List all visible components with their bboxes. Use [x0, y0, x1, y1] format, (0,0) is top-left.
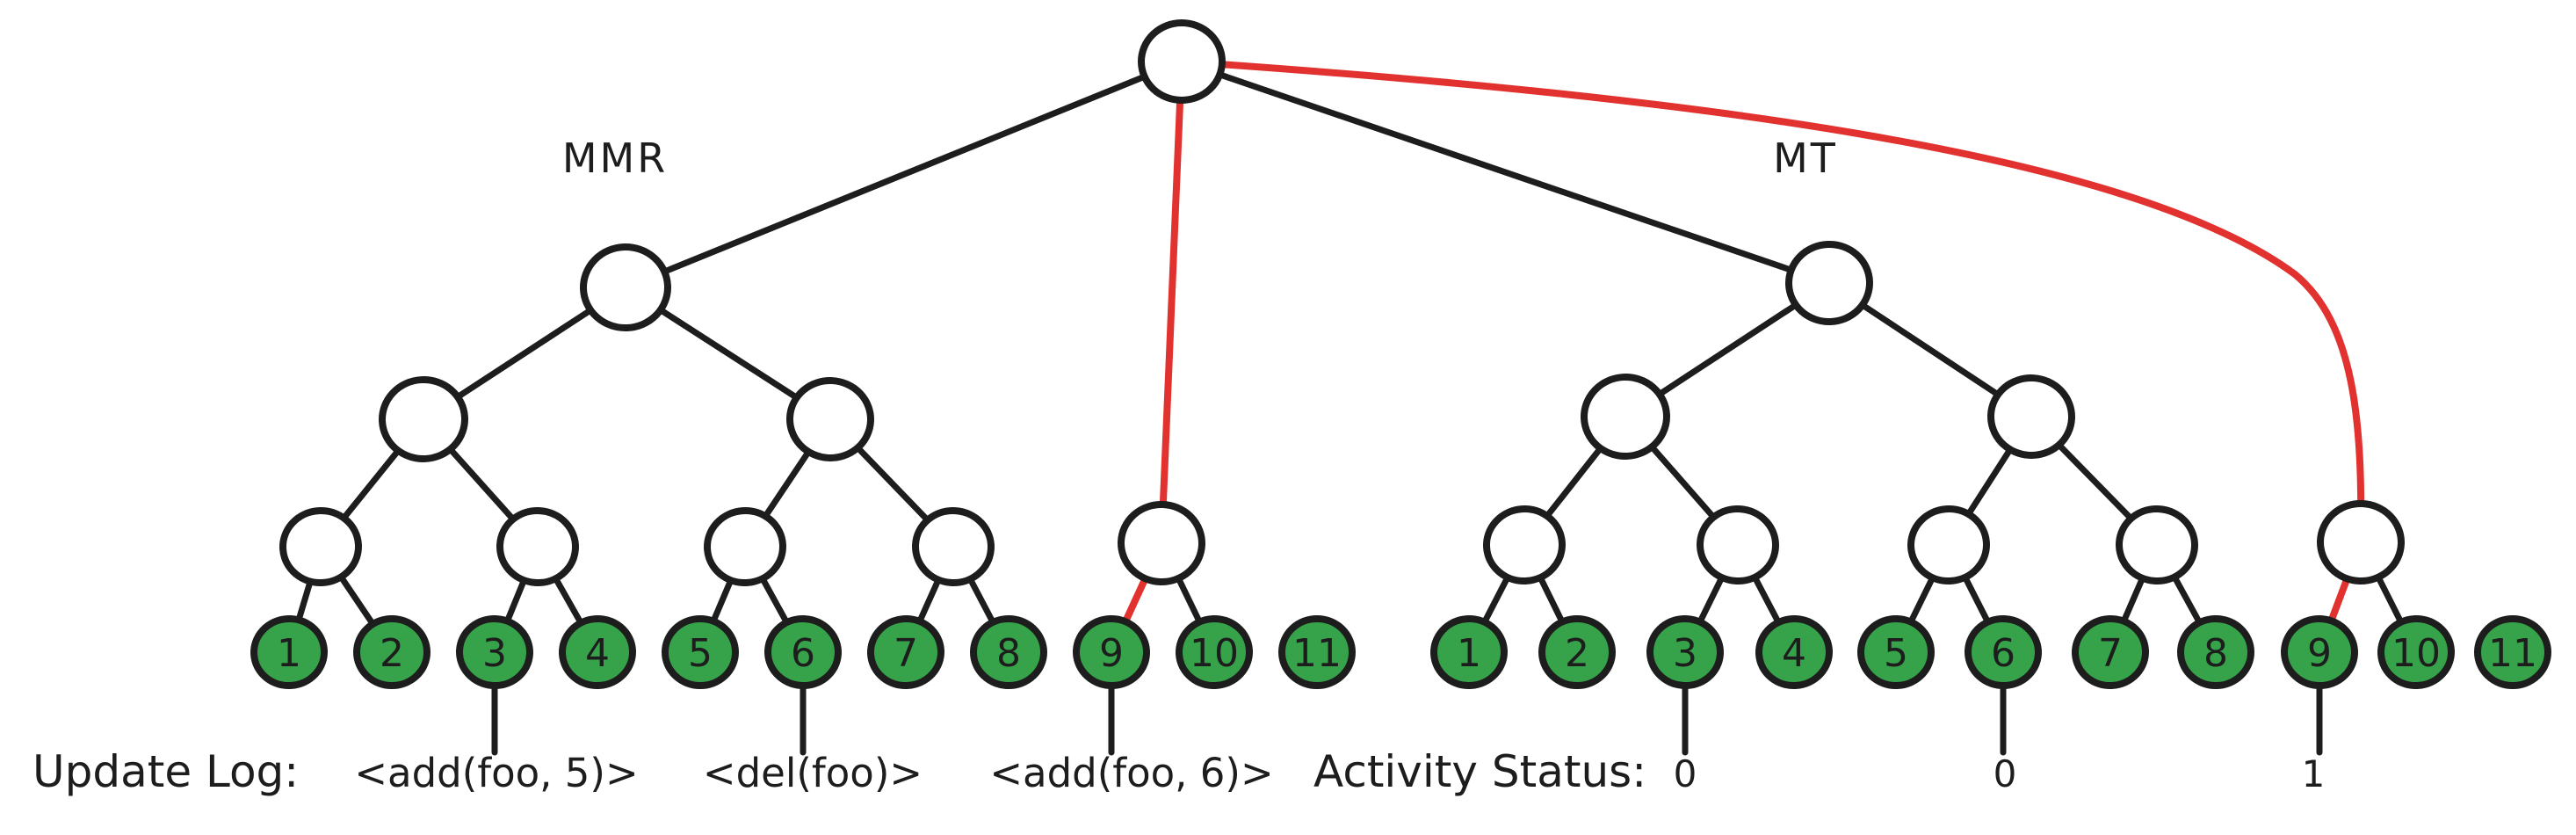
internal-node-mmr-l3 — [704, 506, 786, 587]
leaf-number-mmr-5: 5 — [688, 631, 713, 676]
internal-node-mmr-peak — [1118, 500, 1205, 586]
update-log-entry: <del(foo)> — [703, 750, 923, 796]
leaf-node-mmr-9 — [1073, 614, 1150, 690]
internal-node-mt-l3 — [1697, 505, 1779, 585]
update-log-entry: <add(foo, 6)> — [989, 750, 1273, 796]
leaf-number-mt-1: 1 — [1457, 631, 1481, 676]
leaf-node-mmr-6 — [764, 614, 842, 690]
leaf-node-mt-9 — [2281, 614, 2358, 690]
leaf-node-mmr-8 — [970, 615, 1047, 689]
internal-node-mt-root — [1785, 240, 1873, 326]
leaf-number-mt-4: 4 — [1782, 631, 1806, 676]
internal-node-mt-l2 — [1581, 373, 1670, 461]
leaf-number-mmr-7: 7 — [894, 631, 918, 676]
leaf-node-mt-11 — [2474, 615, 2551, 689]
leaf-number-mmr-1: 1 — [277, 631, 301, 676]
leaf-node-mt-2 — [1538, 615, 1616, 689]
leaf-node-mmr-11 — [1278, 615, 1356, 689]
leaf-node-mmr-7 — [867, 614, 944, 690]
leaf-node-mt-3 — [1646, 614, 1724, 690]
leaf-number-mt-3: 3 — [1673, 631, 1697, 676]
leaf-number-mt-5: 5 — [1884, 631, 1908, 676]
activity-status-value: 0 — [1674, 752, 1697, 795]
edge-superroot-to-mmr-root — [622, 58, 1185, 291]
leaf-node-mt-7 — [2072, 614, 2149, 690]
leaf-node-mmr-3 — [456, 614, 533, 690]
leaf-node-mt-4 — [1755, 614, 1833, 690]
leaf-node-mt-6 — [1965, 614, 2042, 690]
leaf-number-mt-10: 10 — [2391, 631, 2441, 676]
leaf-number-mmr-4: 4 — [585, 631, 610, 676]
activity-status-label: Activity Status: — [1313, 746, 1646, 797]
internal-node-mmr-l3 — [279, 506, 362, 587]
leaf-number-mt-8: 8 — [2203, 631, 2228, 676]
leaf-number-mmr-11: 11 — [1292, 631, 1342, 676]
leaf-node-mmr-1 — [250, 614, 328, 690]
leaf-number-mmr-10: 10 — [1190, 631, 1239, 676]
leaf-node-mt-10 — [2377, 614, 2455, 690]
leaf-number-mmr-3: 3 — [482, 631, 507, 676]
internal-node-mmr-root — [580, 243, 671, 332]
leaf-number-mmr-2: 2 — [380, 631, 404, 676]
leaf-number-mmr-9: 9 — [1099, 631, 1124, 676]
internal-node-mt-l2 — [1987, 374, 2075, 460]
leaf-node-mt-1 — [1430, 614, 1508, 690]
internal-node-mmr-l3 — [496, 506, 579, 587]
leaf-number-mt-9: 9 — [2307, 631, 2332, 676]
leaf-number-mt-11: 11 — [2488, 631, 2537, 676]
leaf-node-mmr-2 — [353, 615, 431, 689]
internal-node-mt-l3 — [1907, 505, 1990, 585]
update-log-entry: <add(foo, 5)> — [354, 750, 638, 796]
leaf-number-mmr-8: 8 — [996, 631, 1021, 676]
highlight-edge-superroot-to-mmr-peak — [1158, 58, 1185, 547]
internal-node-mmr-l2 — [786, 376, 874, 462]
internal-node-mt-l3 — [1483, 505, 1566, 585]
activity-status-value: 1 — [2302, 752, 2326, 795]
internal-node-mt-l3 — [2116, 505, 2198, 585]
leaf-node-mmr-5 — [662, 615, 739, 689]
leaf-node-mt-8 — [2177, 615, 2254, 689]
internal-node-mmr-l2 — [379, 375, 468, 463]
leaf-number-mt-6: 6 — [1991, 631, 2015, 676]
tree-label-mmr: MMR — [562, 134, 668, 182]
internal-node-mt-peak — [2317, 499, 2405, 585]
update-log-label: Update Log: — [33, 746, 299, 797]
highlight-edge-superroot-to-mt-peak — [1178, 58, 2365, 546]
leaf-number-mmr-6: 6 — [791, 631, 815, 676]
leaf-node-mmr-10 — [1176, 614, 1253, 690]
edge-superroot-to-mt-root — [1178, 58, 1833, 287]
leaf-number-mt-2: 2 — [1565, 631, 1589, 676]
leaf-node-mmr-4 — [559, 614, 636, 690]
activity-status-value: 0 — [1994, 752, 2017, 795]
super-root-node — [1138, 19, 1226, 104]
tree-label-mt: MT — [1773, 134, 1838, 182]
leaf-number-mt-7: 7 — [2098, 631, 2123, 676]
internal-node-mmr-l3 — [912, 506, 995, 587]
leaf-node-mt-5 — [1857, 615, 1935, 689]
